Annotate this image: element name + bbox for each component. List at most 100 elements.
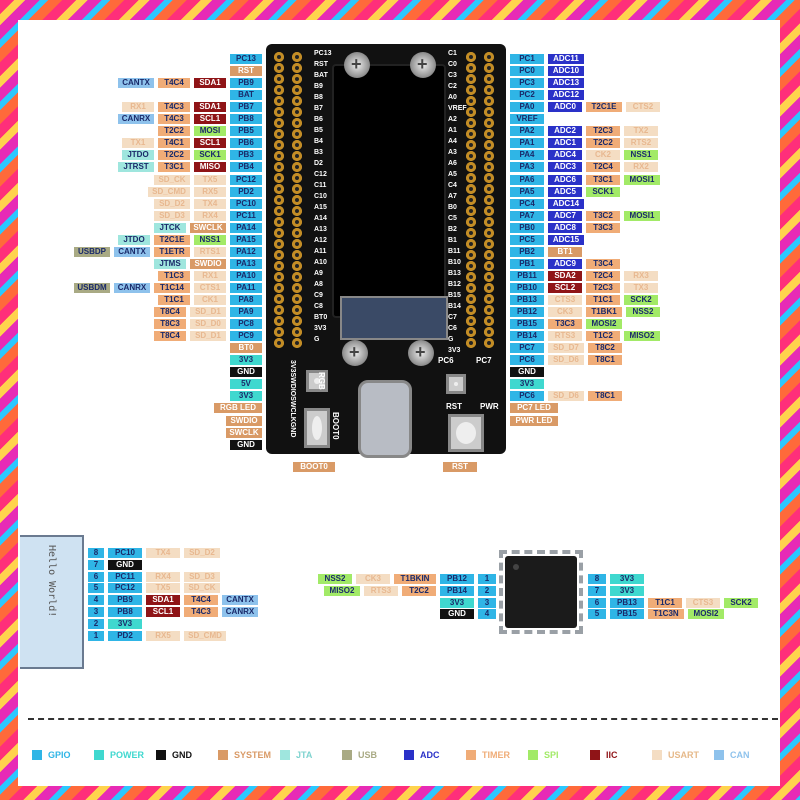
header-pin — [484, 283, 494, 293]
pin-label-3v3: 3V3 — [610, 574, 644, 584]
header-pin — [274, 305, 284, 315]
board-pin-label: B15 — [448, 292, 461, 299]
pin-label-rx5: RX5 — [194, 186, 226, 197]
pin-label-tx2: TX2 — [624, 126, 658, 137]
usb-c-port — [358, 380, 412, 458]
pin-label-rx1: RX1 — [194, 270, 226, 281]
pin-label-adc3: ADC3 — [548, 162, 582, 173]
board-pin-label: B10 — [448, 259, 461, 266]
header-pin — [466, 316, 476, 326]
pin-label-pc2: PC2 — [510, 90, 544, 101]
header-pin — [274, 294, 284, 304]
header-pin — [466, 217, 476, 227]
pin-label-rx2: RX2 — [624, 162, 658, 173]
header-pin — [274, 272, 284, 282]
header-pin — [274, 338, 284, 348]
header-pin — [292, 140, 302, 150]
pin-label-swclk: SWCLK — [190, 222, 226, 233]
pin-label-pb13: PB13 — [510, 295, 544, 305]
pin-label-pb11: PB11 — [510, 270, 544, 281]
pin-label-canrx: CANRX — [222, 607, 258, 617]
board-pin-label: C9 — [314, 292, 323, 299]
pin-label-6: 6 — [88, 571, 104, 582]
pin-label-pc11: PC11 — [108, 571, 142, 582]
header-pin — [484, 184, 494, 194]
header-pin — [484, 239, 494, 249]
board-pin-label: RST — [314, 61, 328, 68]
pin-label-jtck: JTCK — [154, 222, 186, 233]
reset-button — [448, 414, 484, 452]
board-pin-label: C12 — [314, 171, 327, 178]
pin-label-t1c2: T1C2 — [586, 331, 620, 342]
pin-label-2: 2 — [478, 585, 496, 596]
header-pin — [484, 305, 494, 315]
pin-label-pb5: PB5 — [230, 126, 262, 137]
board-pin-label: A3 — [448, 149, 457, 156]
pin-label-mosi2: MOSI2 — [586, 319, 622, 330]
pin-label-pa4: PA4 — [510, 150, 544, 161]
pin-label-sd-ck: SD_CK — [154, 174, 190, 185]
pin-label-rx3: RX3 — [624, 270, 658, 281]
pin-label-sck2: SCK2 — [724, 597, 758, 608]
board-pin-label: D2 — [314, 160, 323, 167]
pin-label-adc13: ADC13 — [548, 78, 584, 89]
pin-label-jtms: JTMS — [154, 258, 186, 269]
legend-label: POWER — [110, 750, 145, 760]
board-pin-label: C1 — [448, 50, 457, 57]
header-pin — [274, 261, 284, 271]
pin-label-sd-d1: SD_D1 — [190, 307, 226, 318]
pin-label-pc10: PC10 — [230, 198, 262, 209]
header-pin — [466, 228, 476, 238]
header-pin — [484, 74, 494, 84]
pin-label-rx1: RX1 — [122, 102, 154, 113]
legend-swatch — [590, 750, 600, 760]
header-pin — [292, 228, 302, 238]
pin-label-sd-d3: SD_D3 — [154, 210, 190, 221]
board-pin-label: PC13 — [314, 50, 332, 57]
pin-label-cts1: CTS1 — [194, 282, 226, 293]
pin-label-pc12: PC12 — [230, 174, 262, 185]
pin-label-swdio: SWDIO — [226, 415, 262, 426]
legend-swatch — [466, 750, 476, 760]
board-pin-label: C2 — [448, 83, 457, 90]
header-pin — [466, 239, 476, 249]
legend-label: CAN — [730, 750, 750, 760]
board-label-boot0: BOOT0 — [331, 412, 340, 440]
legend-swatch — [156, 750, 166, 760]
header-pin — [466, 151, 476, 161]
board-pin-label: BT0 — [314, 314, 328, 321]
pin-label-t2c2: T2C2 — [158, 150, 190, 161]
board-label-pc7: PC7 — [476, 356, 492, 365]
header-pin — [274, 52, 284, 62]
header-pin — [274, 327, 284, 337]
pin-label-pd2: PD2 — [108, 630, 142, 641]
pin-label-jtrst: JTRST — [118, 162, 154, 173]
pin-label-adc9: ADC9 — [548, 258, 582, 269]
header-pin — [466, 327, 476, 337]
pin-label-2: 2 — [88, 618, 104, 629]
pin-label-t8c4: T8C4 — [154, 331, 186, 342]
pin-label-pa6: PA6 — [510, 174, 544, 185]
board-pin-label: B4 — [314, 138, 323, 145]
pin-label-pc4: PC4 — [510, 198, 544, 209]
pin-label-ck1: CK1 — [194, 295, 226, 305]
legend-swatch — [652, 750, 662, 760]
pin-label-pb0: PB0 — [510, 222, 544, 233]
header-pin — [292, 118, 302, 128]
pin-label-tx5: TX5 — [194, 174, 226, 185]
pin-label-pb12: PB12 — [440, 574, 474, 584]
header-pin — [274, 151, 284, 161]
pin-label-pa14: PA14 — [230, 222, 262, 233]
header-pin — [484, 228, 494, 238]
header-pin — [466, 162, 476, 172]
board-pin-label: B7 — [314, 105, 323, 112]
pin-label-pc6: PC6 — [510, 391, 544, 402]
pin-label-pa11: PA11 — [230, 282, 262, 293]
pin-label-adc1: ADC1 — [548, 138, 582, 149]
pin-label-1: 1 — [88, 630, 104, 641]
pin-label-t4c3: T4C3 — [184, 607, 218, 617]
board-pin-label: BAT — [314, 72, 328, 79]
legend-item-timer: TIMER — [466, 750, 510, 760]
pin-label-rts1: RTS1 — [194, 246, 226, 257]
header-pin — [274, 217, 284, 227]
